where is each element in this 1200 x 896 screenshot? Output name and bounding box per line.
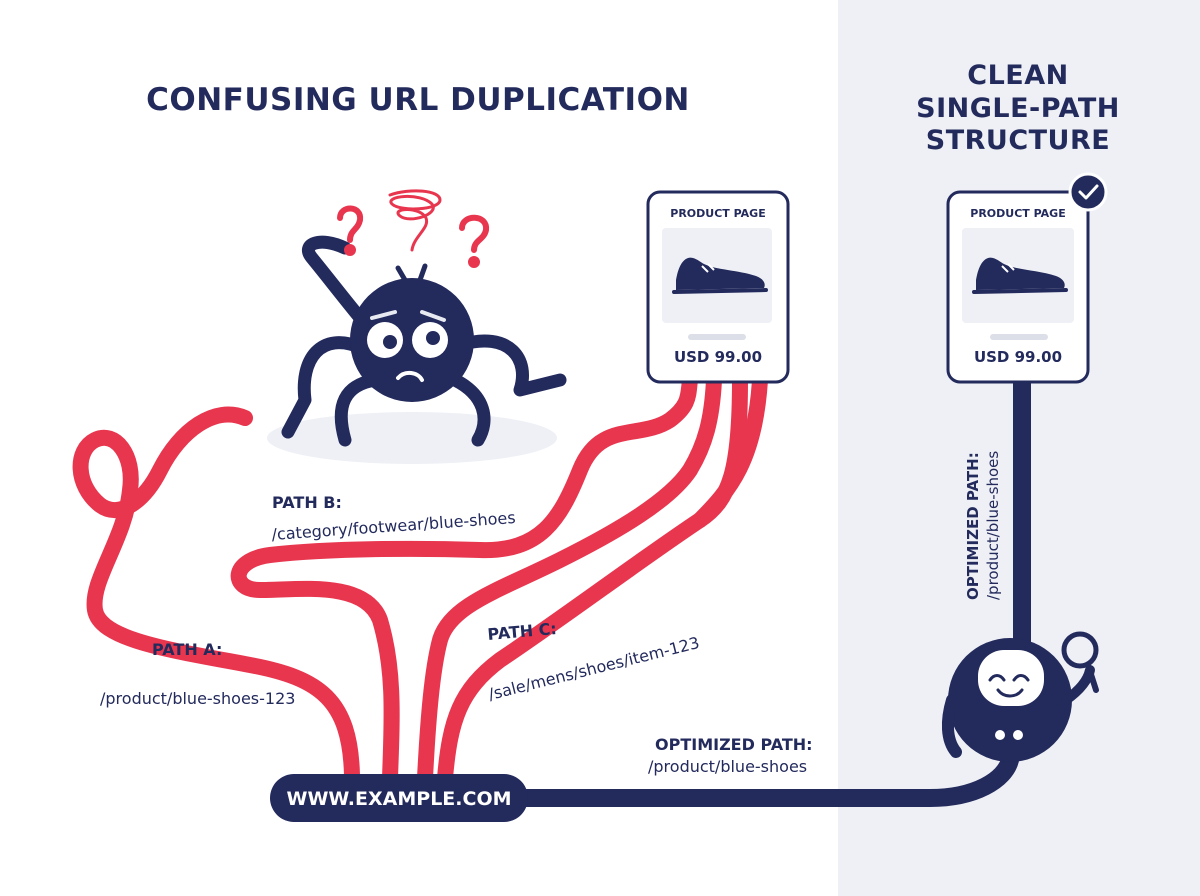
tangled-red-paths bbox=[72, 372, 768, 786]
product-card-right: PRODUCT PAGE USD 99.00 bbox=[946, 172, 1108, 384]
path-a-label: PATH A: bbox=[152, 640, 222, 659]
path-b-url: /category/footwear/blue-shoes bbox=[271, 508, 516, 544]
vertical-optimized-url: /product/blue-shoes bbox=[984, 451, 1002, 600]
path-a-url: /product/blue-shoes-123 bbox=[100, 689, 295, 708]
shoe-icon bbox=[972, 257, 1068, 294]
right-title-line-2: SINGLE-PATH bbox=[916, 93, 1120, 124]
right-title-line-1: CLEAN bbox=[967, 60, 1068, 91]
product-card-left: PRODUCT PAGE USD 99.00 bbox=[646, 190, 790, 384]
path-c-label: PATH C: bbox=[487, 619, 558, 644]
left-title: CONFUSING URL DUPLICATION bbox=[146, 82, 690, 118]
domain-text: WWW.EXAMPLE.COM bbox=[286, 788, 511, 810]
vertical-optimized-label: OPTIMIZED PATH: bbox=[964, 452, 982, 600]
path-a-line bbox=[72, 406, 360, 783]
check-icon bbox=[1068, 172, 1108, 212]
optimized-path-horizontal bbox=[511, 751, 1019, 807]
product-card-left-price: USD 99.00 bbox=[674, 348, 762, 366]
robot-crawler-icon bbox=[941, 638, 1095, 762]
right-title-line-3: STRUCTURE bbox=[926, 125, 1110, 156]
confused-spider-icon bbox=[267, 235, 567, 464]
path-b-label: PATH B: bbox=[272, 493, 342, 512]
dizzy-swirl-icon bbox=[388, 189, 442, 252]
right-title: CLEAN SINGLE-PATH STRUCTURE bbox=[916, 60, 1120, 156]
bottom-optimized-url: /product/blue-shoes bbox=[648, 757, 807, 776]
shoe-icon bbox=[672, 257, 768, 294]
optimized-navy-path bbox=[511, 373, 1031, 807]
question-mark-icon bbox=[459, 214, 489, 268]
path-extra-line-2 bbox=[692, 372, 768, 528]
product-card-right-title: PRODUCT PAGE bbox=[970, 207, 1065, 220]
magnifier-icon bbox=[1061, 631, 1099, 693]
vertical-optimized-text: OPTIMIZED PATH: /product/blue-shoes bbox=[964, 451, 1002, 600]
path-b-line bbox=[230, 372, 698, 786]
product-card-right-price: USD 99.00 bbox=[974, 348, 1062, 366]
bottom-optimized-label: OPTIMIZED PATH: bbox=[655, 735, 813, 754]
domain-pill: WWW.EXAMPLE.COM bbox=[270, 774, 528, 822]
question-mark-icon bbox=[337, 205, 364, 256]
path-c-line bbox=[417, 372, 722, 786]
product-card-left-title: PRODUCT PAGE bbox=[670, 207, 765, 220]
